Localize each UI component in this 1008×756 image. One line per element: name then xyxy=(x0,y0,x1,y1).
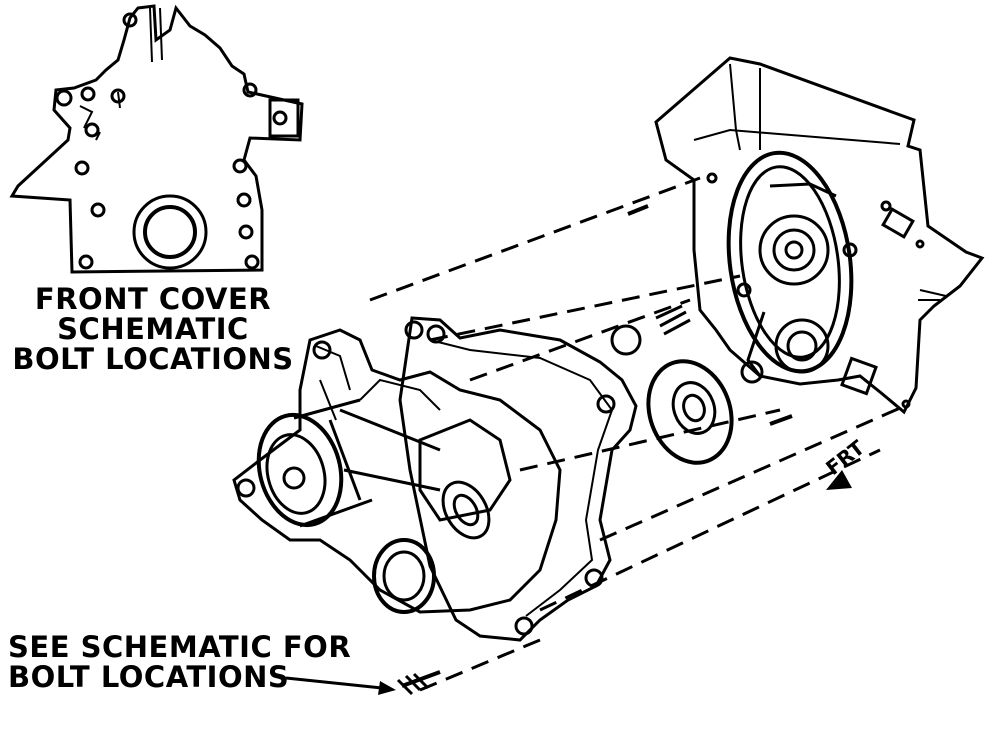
dowel-pins xyxy=(610,204,793,426)
alignment-dashed-lines xyxy=(369,176,901,692)
oil-seal xyxy=(646,359,734,465)
label-line: FRONT COVER xyxy=(34,282,272,316)
front-direction-arrow-icon xyxy=(826,470,852,490)
cover-bolt xyxy=(396,670,441,696)
label-line: BOLT LOCATIONS xyxy=(12,342,294,376)
water-pump-front-cover xyxy=(232,320,562,614)
front-cover-schematic xyxy=(9,4,304,274)
see-schematic-label: SEE SCHEMATIC FOR BOLT LOCATIONS xyxy=(8,632,351,692)
label-line: SEE SCHEMATIC FOR xyxy=(8,630,352,664)
label-line: BOLT LOCATIONS xyxy=(8,660,290,694)
engine-block-face xyxy=(654,56,985,415)
timing-chain-assembly xyxy=(726,150,878,396)
label-line: SCHEMATIC xyxy=(57,312,249,346)
front-cover-schematic-label: FRONT COVER SCHEMATIC BOLT LOCATIONS xyxy=(8,284,298,374)
bolt-leader-arrow xyxy=(285,676,396,695)
water-pump-pulley xyxy=(256,398,373,528)
front-cover-gasket xyxy=(398,316,638,642)
